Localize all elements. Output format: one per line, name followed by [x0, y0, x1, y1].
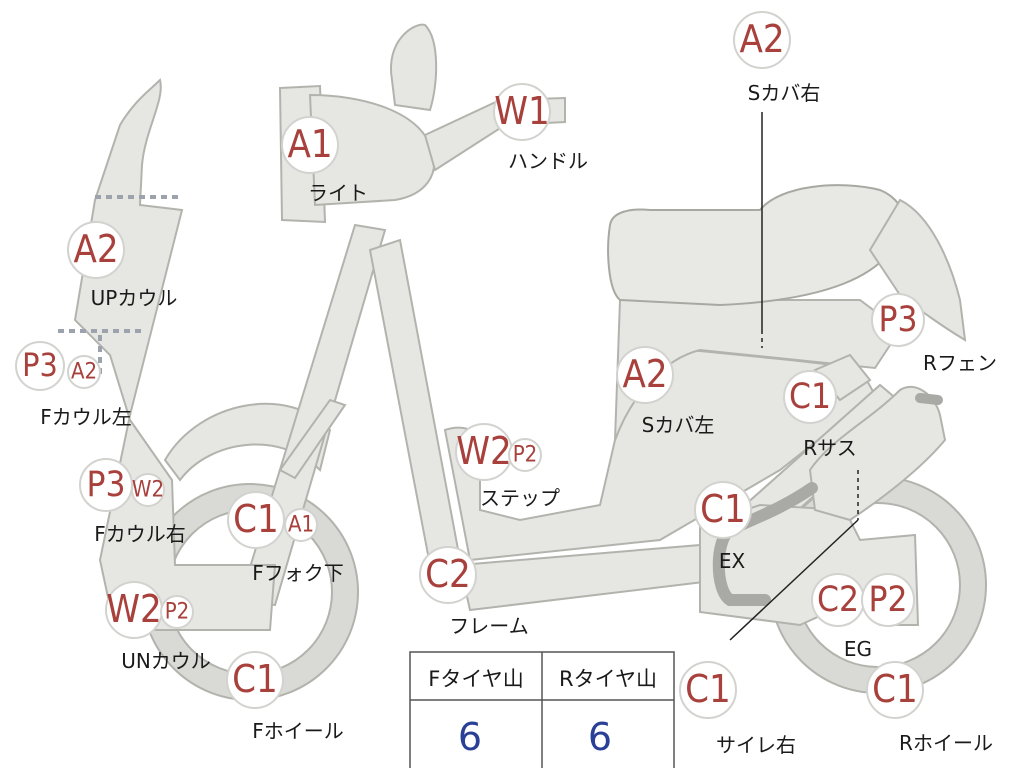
code-badge-disc	[226, 651, 284, 709]
code-badge-disc	[131, 473, 165, 507]
part-silencer-right: C1 サイレ右	[679, 661, 796, 757]
code-badge-disc	[67, 355, 101, 389]
part-label: Fフォク下	[252, 561, 344, 585]
damage-code: W1	[494, 89, 550, 133]
part-handle: W1 ハンドル	[493, 83, 588, 173]
code-badge-disc	[508, 438, 542, 472]
damage-code: A2	[622, 352, 667, 396]
damage-code: P2	[513, 443, 538, 468]
tire-tread-table: Fタイヤ山 Rタイヤ山 6 6	[409, 651, 675, 768]
part-label: Fホイール	[252, 719, 344, 743]
part-label: サイレ右	[716, 733, 796, 757]
windscreen	[389, 23, 438, 112]
part-label: Fカウル左	[40, 405, 132, 429]
damage-code: A2	[73, 227, 118, 271]
damage-code: C1	[700, 487, 746, 531]
damage-code: C1	[872, 667, 918, 711]
damage-code: P3	[878, 300, 917, 340]
part-label: UNカウル	[121, 649, 211, 673]
part-label: Sカバ右	[748, 81, 821, 105]
part-label: EG	[844, 637, 872, 661]
front-fork-inner	[278, 398, 347, 480]
code-badge-disc	[783, 370, 837, 424]
damage-code: P3	[22, 346, 58, 384]
code-badge-disc	[67, 221, 125, 279]
part-label: フレーム	[449, 614, 528, 638]
code-badge-disc	[679, 661, 737, 719]
part-label: ハンドル	[508, 149, 588, 173]
code-badge-disc	[866, 661, 924, 719]
part-light: A1 ライト	[281, 116, 368, 205]
seat	[607, 184, 906, 307]
exhaust-tip	[915, 393, 943, 405]
leader-silencer	[729, 519, 859, 641]
part-label: EX	[719, 549, 746, 573]
steering-stem	[368, 238, 462, 567]
code-badge-disc	[227, 491, 285, 549]
code-badge-disc	[284, 508, 318, 542]
part-label: UPカウル	[91, 286, 178, 310]
part-label: Fカウル右	[94, 522, 186, 546]
damage-code: C1	[233, 497, 279, 541]
damage-code: A1	[287, 122, 332, 166]
code-badge-disc	[694, 481, 752, 539]
damage-code: A1	[288, 513, 314, 538]
code-badge-disc	[160, 595, 194, 629]
damage-code: C1	[232, 657, 278, 701]
part-label: ステップ	[480, 486, 560, 510]
table-value-rear: 6	[588, 715, 612, 759]
damage-code: P2	[868, 580, 907, 620]
damage-code: A2	[739, 17, 784, 61]
code-badge-disc	[15, 341, 65, 391]
damage-code: W2	[106, 587, 162, 631]
code-badge-disc	[733, 11, 791, 69]
code-badge-disc	[281, 116, 339, 174]
damage-code: W2	[132, 478, 164, 503]
part-label: Sカバ左	[642, 413, 715, 437]
code-badge-disc	[871, 293, 925, 347]
damage-code: P2	[165, 600, 190, 625]
damage-code: W2	[456, 429, 512, 473]
front-cowl	[73, 78, 277, 631]
damage-code: C2	[817, 580, 859, 620]
code-badge-disc	[861, 573, 915, 627]
damage-code: C1	[789, 377, 831, 417]
damage-code: A2	[71, 360, 97, 385]
damage-code: C2	[425, 552, 471, 596]
damage-code: C1	[685, 667, 731, 711]
code-badge-disc	[493, 83, 551, 141]
part-label: Rサス	[803, 436, 857, 460]
part-frame: C2 フレーム	[419, 546, 529, 638]
part-label: Rフェン	[923, 351, 997, 375]
part-label: ライト	[308, 181, 368, 205]
damage-code: P3	[86, 465, 125, 505]
table-header-front: Fタイヤ山	[428, 667, 523, 691]
front-fender	[163, 402, 332, 482]
part-label: Rホイール	[899, 731, 993, 755]
code-badge-disc	[419, 546, 477, 604]
table-value-front: 6	[458, 715, 482, 759]
code-badge-disc	[616, 346, 674, 404]
table-header-rear: Rタイヤ山	[559, 667, 657, 691]
